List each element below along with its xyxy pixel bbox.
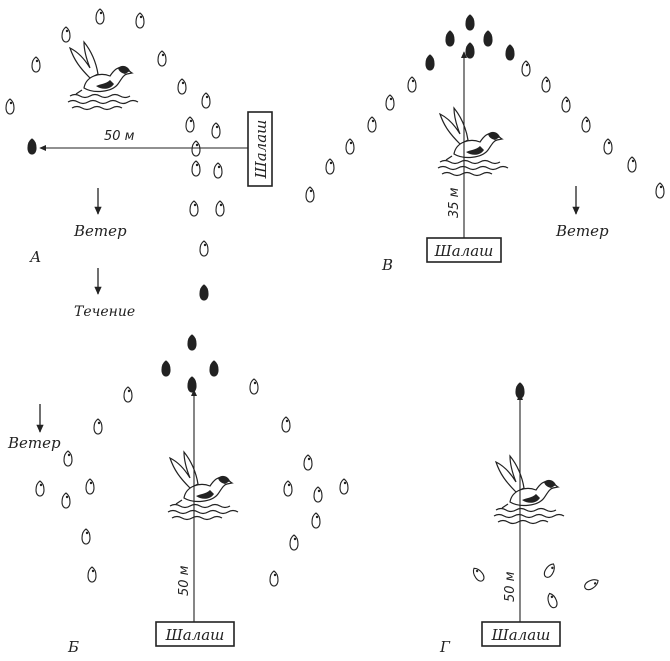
panel-a: 50 м Шалаш Ветер Течение А bbox=[29, 41, 273, 320]
decoy-outline bbox=[521, 60, 531, 77]
decoy-outline bbox=[584, 579, 599, 591]
panel-v: 35 м Шалаш Ветер В bbox=[381, 51, 609, 274]
decoy-outline bbox=[87, 566, 97, 583]
decoy-filled bbox=[187, 376, 197, 393]
duck-icon bbox=[167, 451, 239, 521]
hut-label: Шалаш bbox=[434, 242, 494, 260]
decoy-outline bbox=[93, 418, 103, 435]
hut-label: Шалаш bbox=[491, 626, 551, 644]
decoy-outline bbox=[543, 563, 555, 578]
decoy-outline bbox=[95, 8, 105, 25]
decoy-filled bbox=[199, 284, 209, 301]
decoy-filled bbox=[27, 138, 37, 155]
hut-box bbox=[426, 237, 502, 263]
decoy-outline bbox=[472, 567, 485, 582]
distance-label: 50 м bbox=[177, 565, 192, 596]
decoy-outline bbox=[61, 26, 71, 43]
distance-label: 50 м bbox=[503, 571, 518, 602]
decoy-outline bbox=[313, 486, 323, 503]
panel-letter: А bbox=[29, 248, 41, 266]
decoy-outline bbox=[627, 156, 637, 173]
decoy-filled bbox=[161, 360, 171, 377]
decoy-outline bbox=[185, 116, 195, 133]
decoy-outline bbox=[269, 570, 279, 587]
decoy-outline bbox=[35, 480, 45, 497]
panel-b: 50 м Шалаш Ветер Б bbox=[7, 389, 239, 656]
wind-label: Ветер bbox=[555, 222, 609, 240]
decoy-outline bbox=[385, 94, 395, 111]
decoy-filled bbox=[505, 44, 515, 61]
decoy-filled bbox=[483, 30, 493, 47]
decoy-outline bbox=[157, 50, 167, 67]
decoy-outline bbox=[305, 186, 315, 203]
decoy-outline bbox=[63, 450, 73, 467]
decoy-outline bbox=[541, 76, 551, 93]
decoy-outline bbox=[581, 116, 591, 133]
wind-label: Ветер bbox=[7, 434, 61, 452]
panel-letter: Г bbox=[439, 638, 451, 656]
decoy-outline bbox=[249, 378, 259, 395]
distance-label: 35 м bbox=[447, 187, 462, 218]
decoy-outline bbox=[215, 200, 225, 217]
panel-letter: Б bbox=[67, 638, 79, 656]
decoy-outline bbox=[199, 240, 209, 257]
decoy-filled bbox=[465, 42, 475, 59]
decoy-filled bbox=[465, 14, 475, 31]
decoy-outline bbox=[367, 116, 377, 133]
panel-g: 50 м Шалаш Г bbox=[439, 393, 565, 656]
decoy-outline bbox=[5, 98, 15, 115]
decoy-filled bbox=[425, 54, 435, 71]
decoy-outline bbox=[189, 200, 199, 217]
decoy-outline bbox=[211, 122, 221, 139]
decoy-outline bbox=[81, 528, 91, 545]
duck-icon bbox=[67, 41, 139, 111]
wind-label: Ветер bbox=[73, 222, 127, 240]
decoy-outline bbox=[345, 138, 355, 155]
hut-box bbox=[247, 111, 273, 187]
decoy-outline bbox=[339, 478, 349, 495]
decoy-outline bbox=[655, 182, 665, 199]
decoy-outline bbox=[303, 454, 313, 471]
panel-letter: В bbox=[381, 256, 393, 274]
decoy-outline bbox=[31, 56, 41, 73]
decoy-outline bbox=[311, 512, 321, 529]
decoy-outline bbox=[85, 478, 95, 495]
decoy-outline bbox=[177, 78, 187, 95]
decoy-filled bbox=[445, 30, 455, 47]
decoy-filled bbox=[209, 360, 219, 377]
decoy-outline bbox=[123, 386, 133, 403]
hut-label: Шалаш bbox=[165, 626, 225, 644]
decoy-outline bbox=[283, 480, 293, 497]
decoy-outline bbox=[281, 416, 291, 433]
decoy-outline bbox=[547, 592, 558, 609]
duck-icon bbox=[437, 107, 509, 177]
hut-box bbox=[481, 621, 561, 647]
decoy-group bbox=[5, 8, 665, 609]
decoy-outline bbox=[201, 92, 211, 109]
decoy-outline bbox=[561, 96, 571, 113]
decoy-outline bbox=[61, 492, 71, 509]
decoy-outline bbox=[289, 534, 299, 551]
decoy-outline bbox=[135, 12, 145, 29]
decoy-outline bbox=[191, 160, 201, 177]
decoy-outline bbox=[407, 76, 417, 93]
hut-box bbox=[155, 621, 235, 647]
duck-icon bbox=[493, 455, 565, 525]
distance-label: 50 м bbox=[104, 129, 135, 144]
decoy-outline bbox=[325, 158, 335, 175]
decoy-outline bbox=[213, 162, 223, 179]
hut-label: Шалаш bbox=[252, 120, 270, 180]
decoy-outline bbox=[603, 138, 613, 155]
decoy-filled bbox=[187, 334, 197, 351]
current-label: Течение bbox=[74, 304, 135, 320]
